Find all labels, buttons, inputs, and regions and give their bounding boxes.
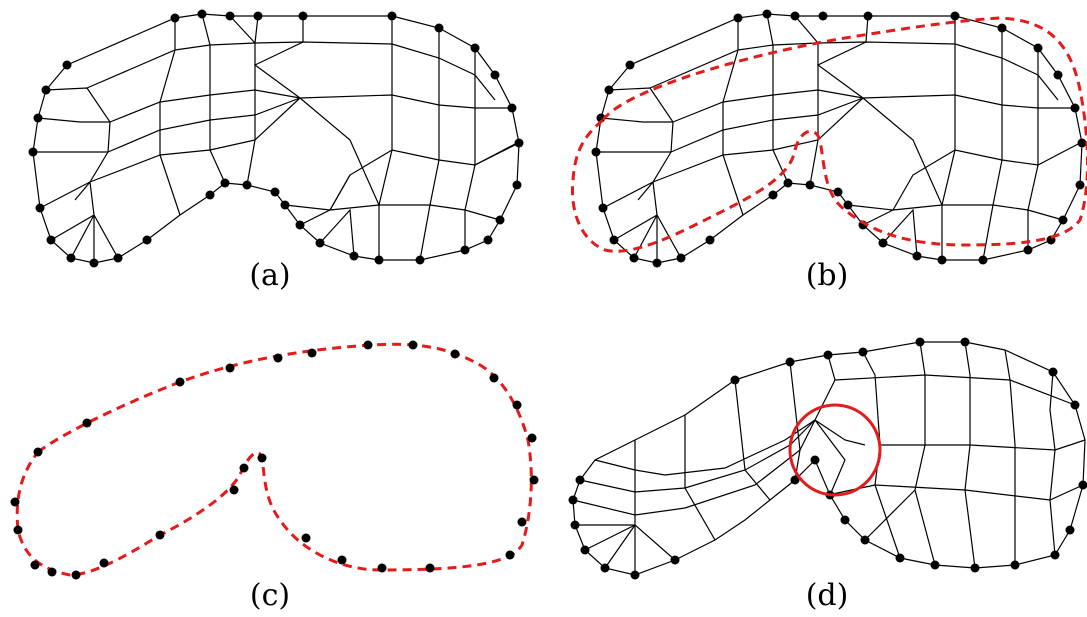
caption-a: (a) — [249, 258, 291, 293]
panel-b: (b) — [545, 0, 1087, 300]
caption-b: (b) — [805, 258, 849, 293]
caption-c: (c) — [249, 578, 291, 613]
caption-d: (d) — [805, 578, 849, 613]
mesh-d — [568, 337, 1087, 580]
mesh-a — [28, 9, 524, 268]
mesh-b-edges — [595, 13, 1083, 264]
panel-d: (d) — [545, 320, 1087, 617]
red-dashed-region-b — [570, 16, 1087, 253]
panel-a: (a) — [0, 0, 540, 300]
mesh-b — [570, 9, 1087, 268]
mesh-a-edges — [32, 13, 520, 264]
mesh-b-nodes — [591, 9, 1087, 268]
panel-c: (c) — [0, 320, 540, 617]
red-dashed-boundary-c — [15, 342, 533, 577]
boundary-c-nodes — [10, 340, 539, 580]
mesh-d-nodes — [568, 337, 1087, 580]
highlight-circle-d — [788, 403, 882, 497]
boundary-c — [10, 340, 539, 580]
mesh-a-nodes — [28, 9, 524, 268]
mesh-d-edges — [572, 341, 1086, 576]
